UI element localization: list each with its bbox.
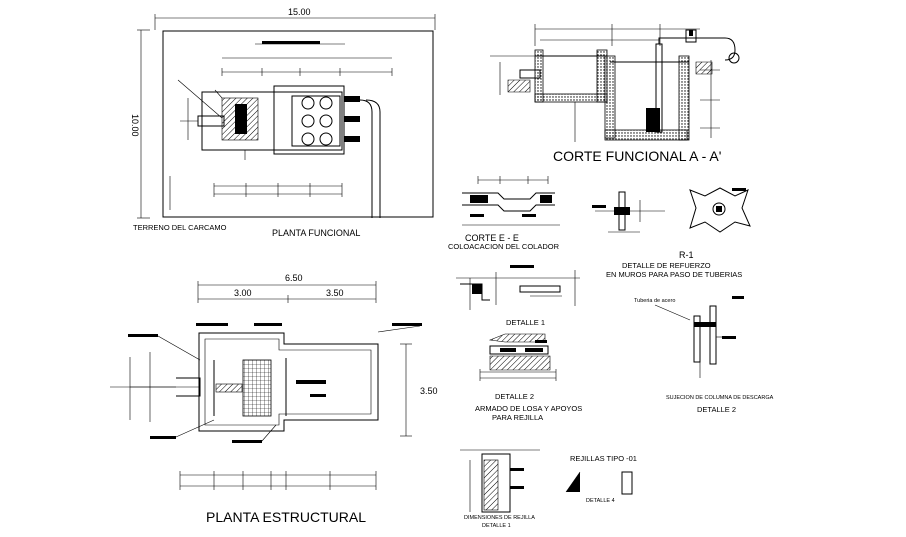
refuerzo-code: R-1: [679, 250, 694, 260]
detalle-refuerzo-drawing: R-1 DETALLE DE REFUERZO EN MUROS PARA PA…: [592, 187, 751, 279]
planta-funcional-dim-width: 15.00: [288, 7, 311, 17]
columna-caption: SUJECION DE COLUMNA DE DESCARGA: [666, 395, 774, 401]
estructural-dim-total: 6.50: [285, 273, 303, 283]
planta-funcional-title: PLANTA FUNCIONAL: [272, 228, 360, 238]
detalle-2-losa-title: DETALLE 2: [495, 392, 534, 401]
planta-funcional-dim-height: 10.00: [130, 114, 140, 137]
detalle-2-columna-drawing: Tuberia de acero SUJECION DE COLUMNA DE …: [634, 296, 774, 414]
detalle-2-losa-line2: PARA REJILLA: [492, 413, 543, 422]
refuerzo-line1: DETALLE DE REFUERZO: [622, 261, 711, 270]
terrain-label: TERRENO DEL CARCAMO: [133, 223, 227, 232]
planta-estructural-drawing: 6.50 3.00 3.50 3.50: [110, 273, 438, 525]
detalle-1-title: DETALLE 1: [506, 318, 545, 327]
planta-estructural-title: PLANTA ESTRUCTURAL: [206, 509, 366, 525]
refuerzo-line2: EN MUROS PARA PASO DE TUBERIAS: [606, 270, 742, 279]
detalle-2-columna-title: DETALLE 2: [697, 405, 736, 414]
corte-e-title: CORTE E - E: [465, 233, 519, 243]
planta-funcional-drawing: 15.00 10.00: [130, 7, 436, 238]
rejilla-dims-caption: DIMENSIONES DE REJILLA: [464, 515, 535, 521]
estructural-dim-height: 3.50: [420, 386, 438, 396]
rejillas-drawing: DIMENSIONES DE REJILLA DETALLE 1 REJILLA…: [460, 449, 637, 529]
estructural-dim-left: 3.00: [234, 288, 252, 298]
rejillas-title: REJILLAS TIPO -01: [570, 454, 637, 463]
estructural-dim-right: 3.50: [326, 288, 344, 298]
pipe-label: Tuberia de acero: [634, 298, 675, 304]
corte-e-subtitle: COLOACACION DEL COLADOR: [448, 242, 560, 251]
detalle-1-drawing: DETALLE 1: [456, 265, 580, 327]
corte-funcional-drawing: CORTE FUNCIONAL A - A': [490, 24, 740, 164]
detalle-2-losa-drawing: DETALLE 2 ARMADO DE LOSA Y APOYOS PARA R…: [475, 333, 582, 422]
pump-2-icon: [301, 114, 333, 128]
pump-3-icon: [301, 132, 333, 146]
corte-funcional-title: CORTE FUNCIONAL A - A': [553, 148, 721, 164]
pump-1-icon: [301, 96, 333, 110]
rejilla-dims-detail: DETALLE 1: [482, 523, 511, 529]
detalle-2-losa-line1: ARMADO DE LOSA Y APOYOS: [475, 404, 582, 413]
corte-e-drawing: CORTE E - E COLOACACION DEL COLADOR: [448, 176, 560, 251]
rejilla-detail4: DETALLE 4: [586, 498, 615, 504]
